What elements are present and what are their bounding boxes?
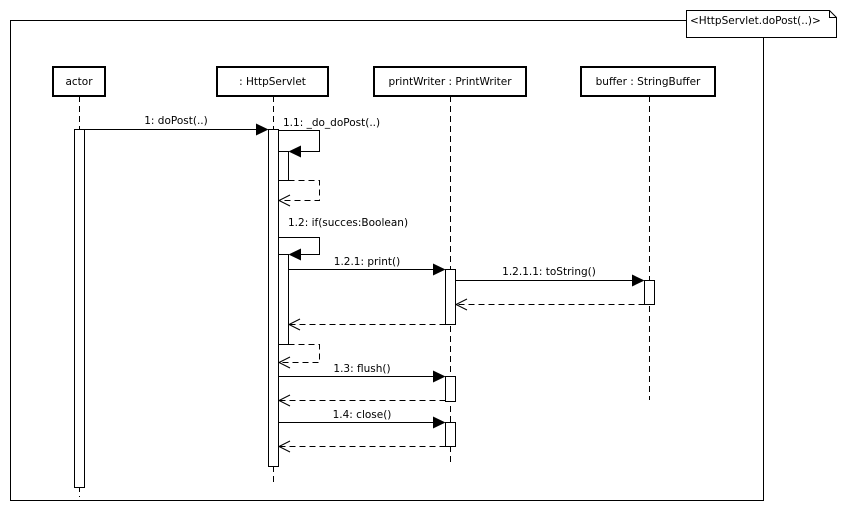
activation-actor[interactable]	[74, 129, 85, 488]
lifeline-head-writer[interactable]	[373, 66, 527, 97]
lifeline-buffer[interactable]: buffer : StringBuffer	[580, 66, 716, 97]
activation-servlet[interactable]	[268, 129, 279, 467]
activation-servlet-nested-1[interactable]	[278, 151, 289, 181]
message-label-tostring: 1.2.1.1: toString()	[502, 266, 596, 278]
message-label-print: 1.2.1: print()	[334, 256, 400, 268]
message-label-if-success: 1.2: if(succes:Boolean)	[288, 217, 408, 229]
return-flush	[277, 394, 446, 407]
diagram-frame	[10, 20, 764, 501]
lifeline-head-servlet[interactable]	[216, 66, 329, 97]
activation-writer-3[interactable]	[445, 422, 456, 447]
return-tostring	[454, 298, 645, 311]
frame-note-label: <HttpServlet.doPost(..)>	[690, 15, 821, 27]
lifeline-writer[interactable]: printWriter : PrintWriter	[373, 66, 527, 97]
return-print	[287, 318, 446, 331]
message-label-close: 1.4: close()	[333, 409, 392, 421]
message-label-dopost: 1: doPost(..)	[144, 115, 207, 127]
activation-writer-2[interactable]	[445, 376, 456, 402]
message-label-flush: 1.3: flush()	[333, 363, 390, 375]
activation-servlet-nested-2[interactable]	[278, 254, 289, 345]
message-dopost[interactable]: 1: doPost(..)	[84, 115, 269, 136]
lifeline-label-actor: actor	[65, 76, 93, 88]
return-close	[277, 440, 446, 453]
message-label-do-dopost: 1.1: _do_doPost(..)	[283, 117, 380, 129]
lifeline-label-writer: printWriter : PrintWriter	[388, 76, 512, 88]
message-print[interactable]: 1.2.1: print()	[288, 256, 446, 276]
lifeline-actor[interactable]: actor	[52, 66, 106, 97]
message-if-success[interactable]: 1.2: if(succes:Boolean)	[278, 217, 409, 261]
return-do-dopost	[277, 180, 320, 207]
message-tostring[interactable]: 1.2.1.1: toString()	[455, 266, 645, 287]
frame-note: <HttpServlet.doPost(..)>	[686, 10, 837, 38]
activation-writer-1[interactable]	[445, 269, 456, 325]
lifeline-label-buffer: buffer : StringBuffer	[596, 76, 701, 88]
activation-buffer[interactable]	[644, 280, 655, 305]
lifeline-head-buffer[interactable]	[580, 66, 716, 97]
return-if-success	[277, 344, 320, 369]
message-flush[interactable]: 1.3: flush()	[278, 363, 446, 383]
lifeline-servlet[interactable]: : HttpServlet	[216, 66, 329, 97]
lifeline-label-servlet: : HttpServlet	[239, 76, 306, 88]
message-close[interactable]: 1.4: close()	[278, 409, 446, 429]
message-do-dopost[interactable]: 1.1: _do_doPost(..)	[278, 117, 381, 158]
